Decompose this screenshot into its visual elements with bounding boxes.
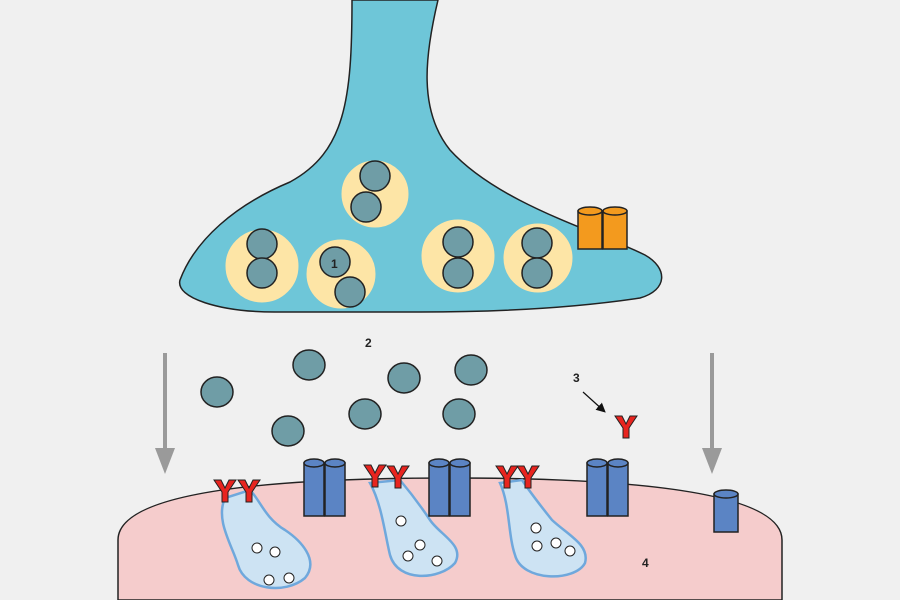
antibody-icon	[363, 464, 387, 488]
postsynaptic-receptor	[428, 458, 471, 517]
right-down-arrow	[702, 353, 722, 474]
synaptic-vesicle	[340, 159, 410, 229]
neurotransmitter	[348, 398, 382, 430]
postsynaptic-receptor	[303, 458, 346, 517]
antibody-icon	[614, 415, 638, 439]
synaptic-vesicle	[305, 238, 377, 310]
postsynaptic-receptor	[586, 458, 629, 517]
endosome	[498, 478, 587, 578]
label-1: 1	[331, 257, 338, 271]
presynaptic-ion-channel	[577, 206, 628, 250]
single-receptor	[713, 489, 739, 533]
synaptic-vesicle	[224, 228, 300, 304]
endosome	[220, 488, 312, 590]
neurotransmitter	[292, 349, 326, 381]
label-3-pointer-arrow	[582, 391, 606, 413]
left-down-arrow	[155, 353, 175, 474]
neurotransmitter	[246, 228, 278, 260]
neurotransmitter	[442, 398, 476, 430]
antibody-icon	[386, 465, 410, 489]
neurotransmitter	[200, 376, 234, 408]
neurotransmitter	[442, 257, 474, 289]
synaptic-vesicle	[420, 218, 496, 294]
label-2: 2	[365, 336, 372, 350]
antibodies	[213, 415, 638, 503]
antibody-icon	[213, 479, 237, 503]
neurotransmitter	[319, 246, 351, 278]
neurotransmitter	[454, 354, 488, 386]
antibody-icon	[495, 465, 519, 489]
neurotransmitter	[442, 226, 474, 258]
synaptic-vesicle	[502, 222, 574, 294]
neurotransmitter	[350, 191, 382, 223]
label-4: 4	[642, 556, 649, 570]
neurotransmitter	[359, 160, 391, 192]
label-3: 3	[573, 371, 580, 385]
antibody-icon	[516, 465, 540, 489]
neurotransmitter	[334, 276, 366, 308]
neurotransmitter	[521, 227, 553, 259]
neurotransmitter	[521, 257, 553, 289]
released-neurotransmitters	[200, 349, 488, 447]
neurotransmitter	[387, 362, 421, 394]
neurotransmitter	[246, 257, 278, 289]
endosome	[368, 478, 459, 578]
antibody-icon	[237, 479, 261, 503]
neurotransmitter	[271, 415, 305, 447]
